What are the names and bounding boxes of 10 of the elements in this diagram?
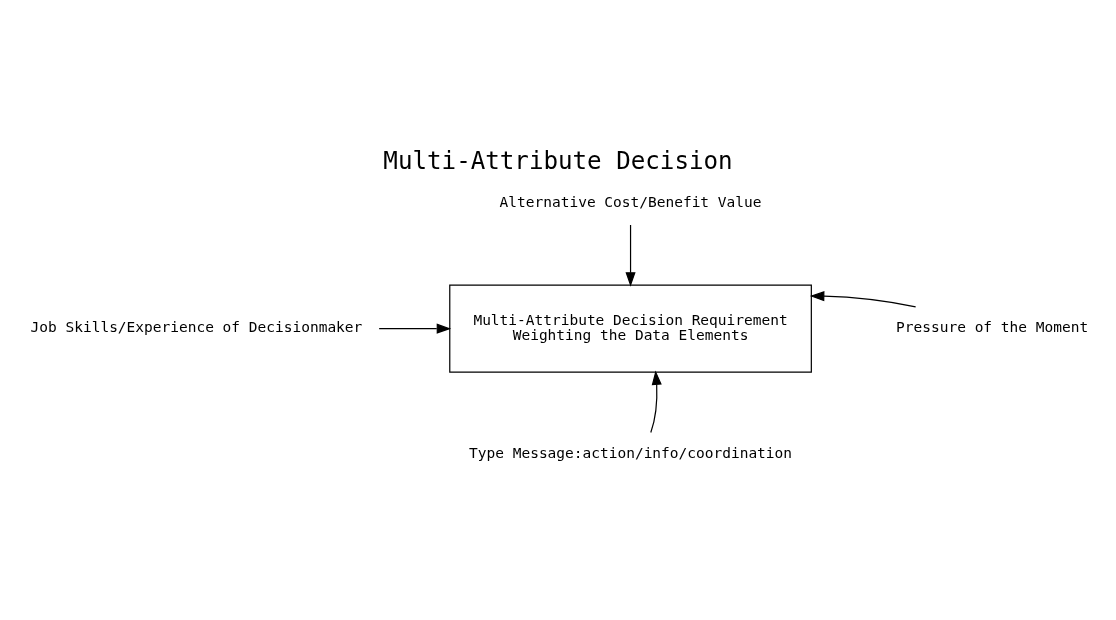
node-text: Job Skills/Experience of Decisionmaker xyxy=(30,318,363,335)
node-box: Multi-Attribute Decision Requirement Weighting the Data Elements xyxy=(449,284,812,373)
arrow xyxy=(809,290,917,307)
arrow xyxy=(378,323,452,334)
node-text: Type Message:action/info/coordination xyxy=(469,444,793,461)
node-text: Pressure of the Moment xyxy=(896,318,1089,335)
arrow xyxy=(625,223,636,287)
arrow xyxy=(650,369,662,433)
node-text: Alternative Cost/Benefit Value xyxy=(499,193,762,210)
diagram-title: Multi-Attribute Decision xyxy=(383,146,733,175)
